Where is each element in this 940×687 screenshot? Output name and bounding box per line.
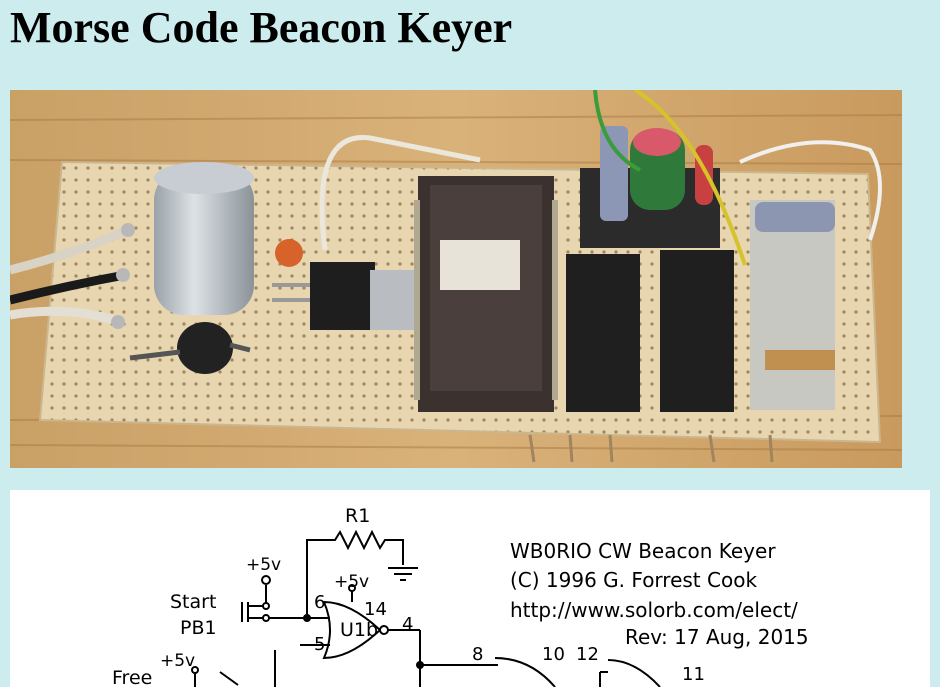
caption-title: WB0RIO CW Beacon Keyer [510, 539, 776, 563]
label-pin8: 8 [472, 644, 483, 665]
label-free: Free [112, 667, 152, 687]
label-pb1: PB1 [180, 617, 217, 639]
label-pin14: 14 [364, 599, 387, 620]
circuit-photo [10, 90, 902, 468]
label-pin6: 6 [314, 592, 325, 613]
label-pin11: 11 [682, 664, 705, 685]
caption-revision: Rev: 17 Aug, 2015 [625, 625, 809, 649]
label-pin12: 12 [576, 644, 599, 665]
label-plus5v-c: +5v [160, 651, 195, 671]
page-title: Morse Code Beacon Keyer [10, 3, 513, 52]
caption-url: http://www.solorb.com/elect/ [510, 598, 798, 622]
circuit-board-image [10, 90, 902, 468]
label-plus5v-b: +5v [334, 572, 369, 592]
label-start: Start [170, 591, 216, 613]
schematic-diagram: R1 +5v +5v +5v Start PB1 Free U1b 6 14 5… [10, 490, 930, 687]
label-pin4: 4 [402, 614, 413, 635]
schematic-svg: R1 +5v +5v +5v Start PB1 Free U1b 6 14 5… [112, 505, 809, 687]
label-pin10: 10 [542, 644, 565, 665]
label-u1b: U1b [340, 619, 378, 641]
label-r1: R1 [345, 505, 370, 527]
caption-copyright: (C) 1996 G. Forrest Cook [510, 568, 757, 592]
label-plus5v-a: +5v [246, 555, 281, 575]
label-pin5: 5 [314, 634, 325, 655]
